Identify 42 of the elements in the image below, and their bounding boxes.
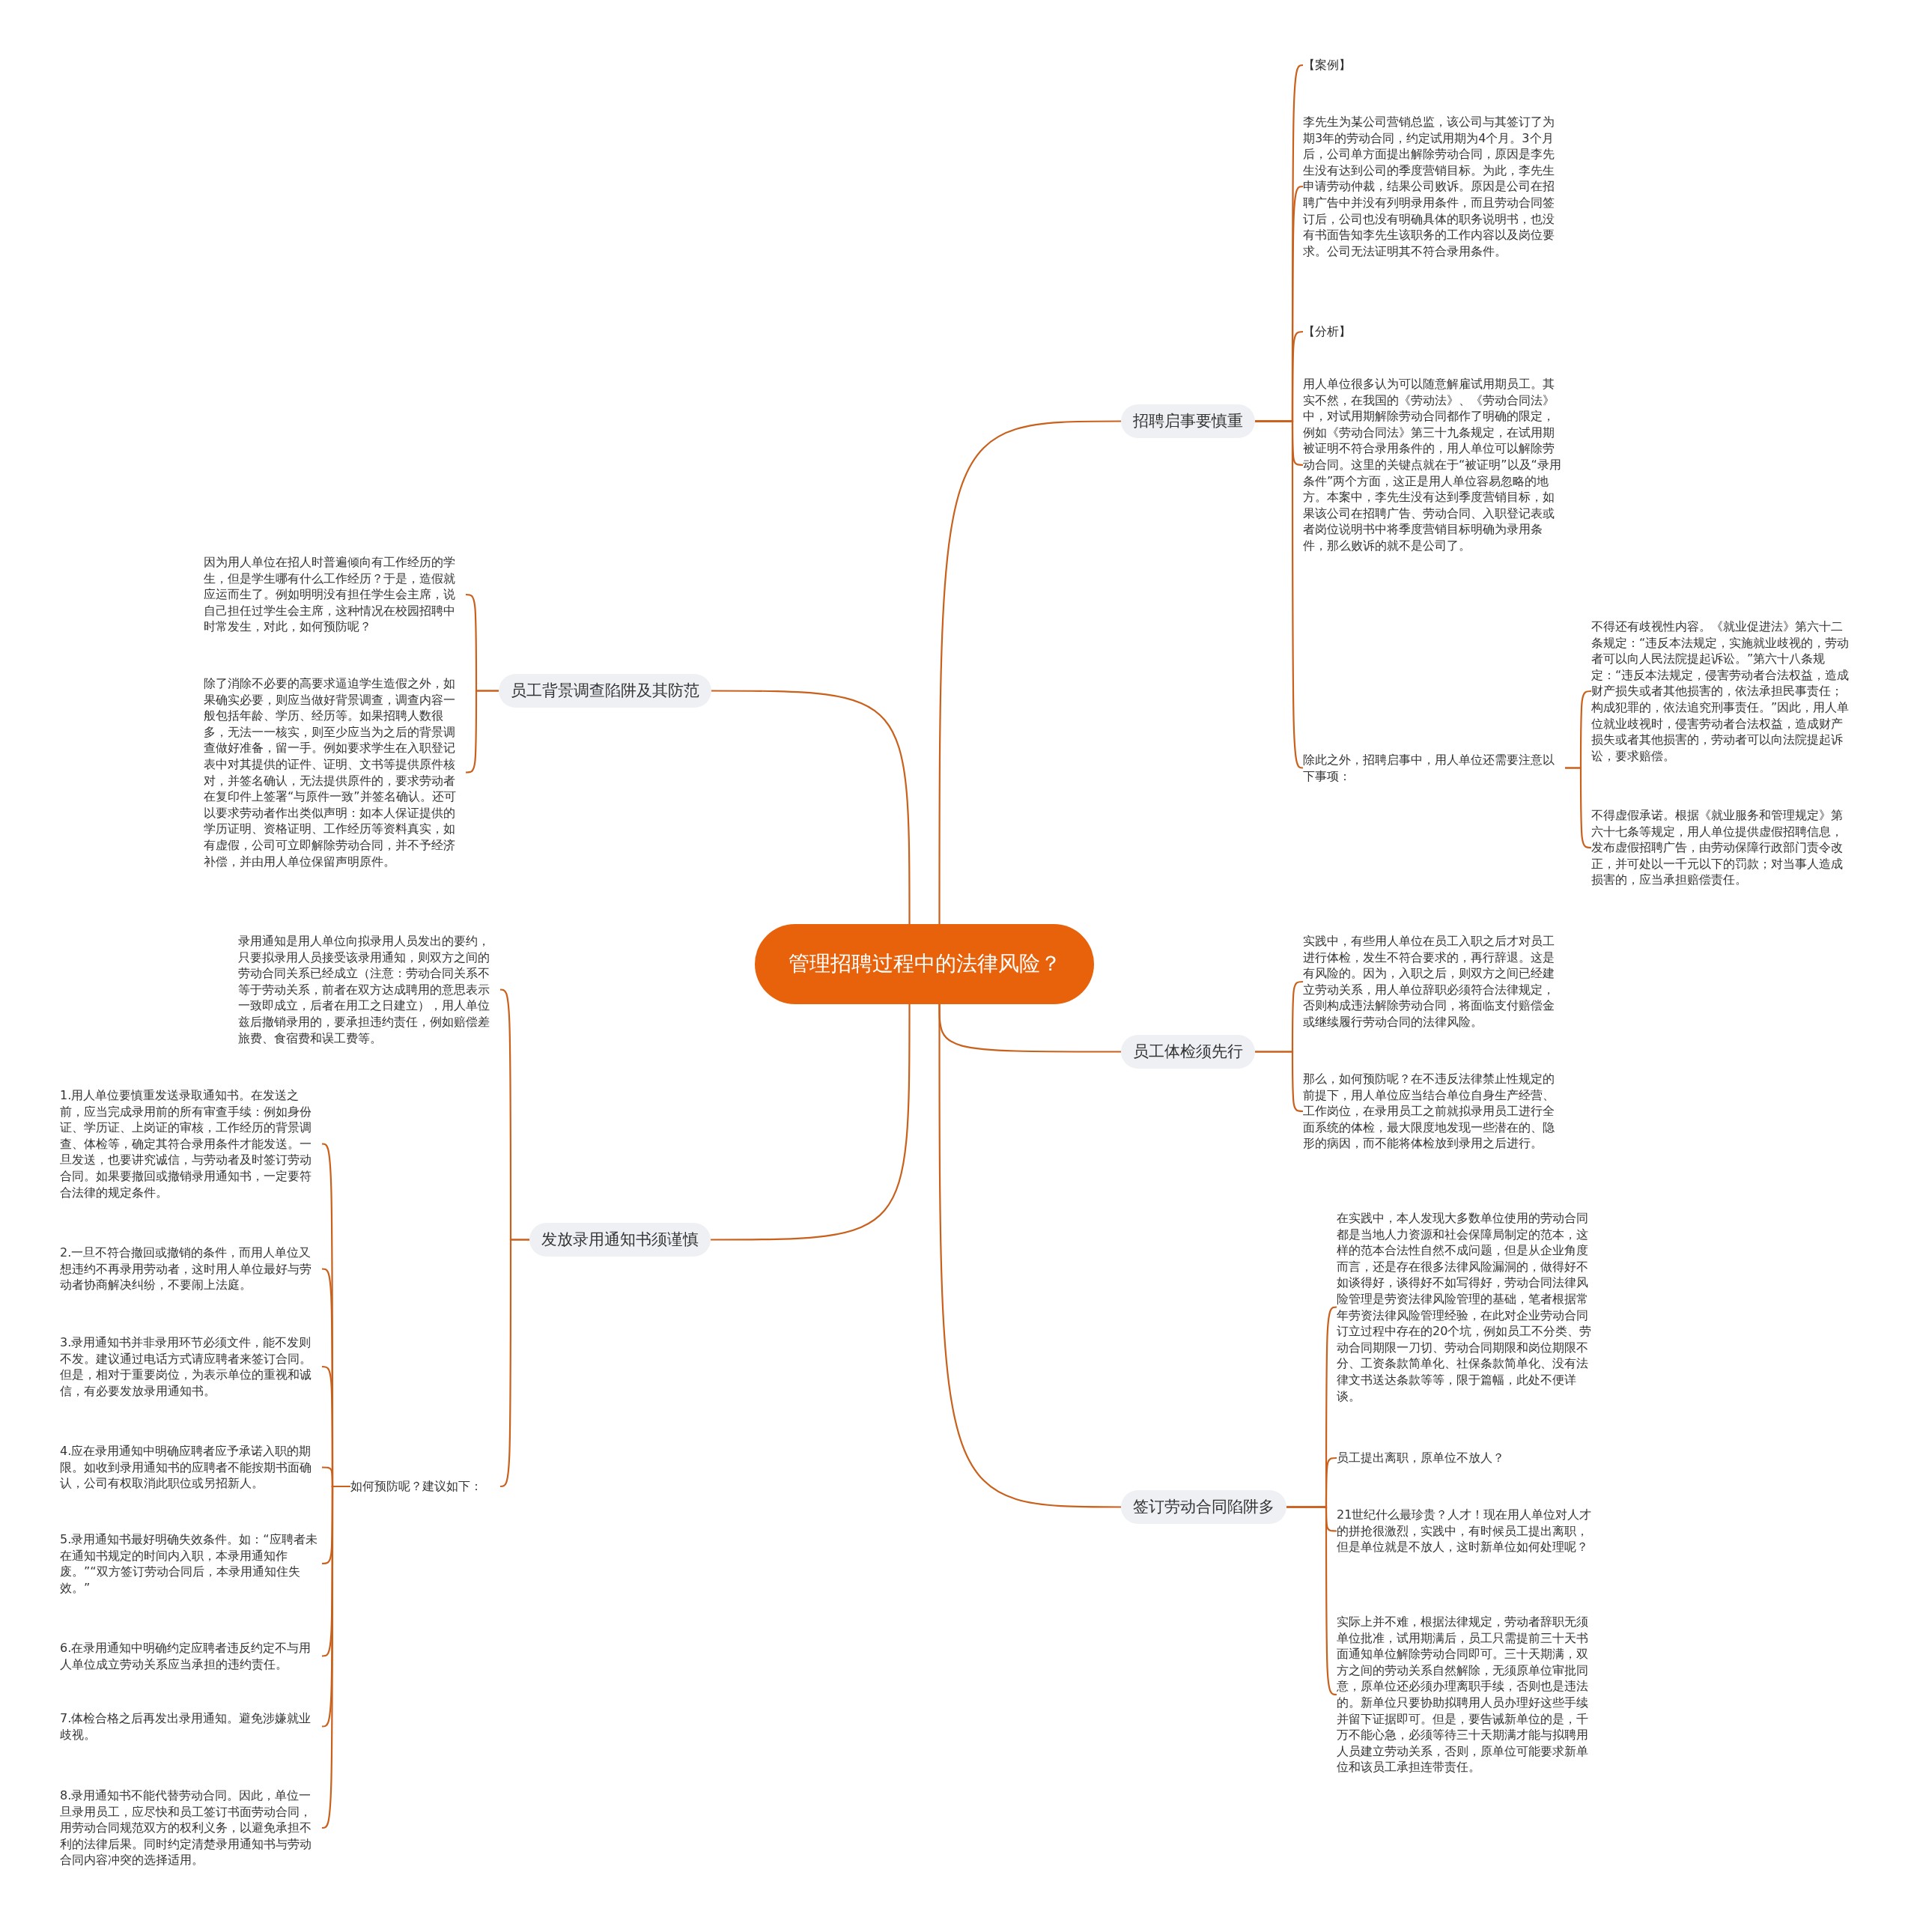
note-text: 6.在录用通知中明确约定应聘者违反约定不与用人单位成立劳动关系应当承担的违约责任。 bbox=[60, 1640, 322, 1673]
note-text: 李先生为某公司营销总监，该公司与其签订了为期3年的劳动合同，约定试用期为4个月。3个月后，公司单方面提出解除劳动合同，原因是李先生没有达到公司的季度营销目标。为此，李先生申请劳动仲裁，结果公司败诉。原因是公司在招聘广告中并没有列明录用条件，而且劳动合同签订后，公司也没有明确具体的职务说明书，也没有书面告知李先生该职务的工作内容以及岗位要求。公司无法证明其不符合录用条件。 bbox=[1303, 114, 1565, 260]
note-text: 用人单位很多认为可以随意解雇试用期员工。其实不然，在我国的《劳动法》、《劳动合同法》中，对试用期解除劳动合同都作了明确的限定，例如《劳动合同法》第三十九条规定，在试用期被证明不符合录用条件的，用人单位可以解除劳动合同。这里的关键点就在于“被证明”以及“录用条件”两个方面，这正是用人单位容易忽略的地方。本案中，李先生没有达到季度营销目标，如果该公司在招聘广告、劳动合同、入职登记表或者岗位说明书中将季度营销目标明确为录用条件，那么败诉的就不是公司了。 bbox=[1303, 376, 1565, 554]
note-text: 5.录用通知书最好明确失效条件。如：“应聘者未在通知书规定的时间内入职，本录用通知作废。”“双方签订劳动合同后，本录用通知住失效。” bbox=[60, 1531, 322, 1597]
connector-line bbox=[465, 690, 499, 774]
connector-line bbox=[1255, 1051, 1303, 1113]
connector-line bbox=[711, 690, 911, 924]
note-text: 除此之外，招聘启事中，用人单位还需要注意以下事项： bbox=[1303, 752, 1565, 785]
connector-line bbox=[499, 1239, 529, 1488]
note-text: 因为用人单位在招人时普遍倾向有工作经历的学生，但是学生哪有什么工作经历？于是，造假就应运而生了。例如明明没有担任学生会主席，说自己担任过学生会主席，这种情况在校园招聘中时常发生，对此，如何预防呢？ bbox=[204, 554, 466, 635]
note-text: 录用通知是用人单位向拟录用人员发出的要约，只要拟录用人员接受该录用通知，则双方之间的劳动合同关系已经成立（注意：劳动合同关系不等于劳动关系，前者在双方达成聘用的意思表示一致即成立，后者在用工之日建立），用人单位兹后撤销录用的，要承担违约责任，例如赔偿差旅费、食宿费和误工费等。 bbox=[238, 933, 500, 1047]
topic-pill: 员工背景调查陷阱及其防范 bbox=[499, 674, 711, 708]
connector-line bbox=[1255, 420, 1304, 769]
note-text: 【案例】 bbox=[1303, 57, 1565, 73]
topic-pill: 发放录用通知书须谨慎 bbox=[529, 1223, 711, 1257]
note-text: 那么，如何预防呢？在不违反法律禁止性规定的前提下，用人单位应当结合单位自身生产经营、工作岗位，在录用员工之前就拟录用员工进行全面系统的体检，最大限度地发现一些潜在的、隐形的病因，而不能将体检放到录用之后进行。 bbox=[1303, 1071, 1565, 1152]
central-topic: 管理招聘过程中的法律风险？ bbox=[755, 924, 1094, 1004]
note-text: 如何预防呢？建议如下： bbox=[350, 1478, 500, 1495]
connector-line bbox=[711, 1004, 911, 1241]
connector-line bbox=[1286, 1506, 1337, 1696]
note-text: 不得还有歧视性内容。《就业促进法》第六十二条规定：“违反本法规定，实施就业歧视的，劳动者可以向人民法院提起诉讼。”第六十八条规定：“违反本法规定，侵害劳动者合法权益，造成财产损失或者其他损害的，依法承担民事责任；构成犯罪的，依法追究刑事责任。”因此，用人单位就业歧视时，侵害劳动者合法权益，造成财产损失或者其他损害的，劳动者可以向法院提起诉讼，要求赔偿。 bbox=[1591, 619, 1853, 765]
topic-pill: 员工体检须先行 bbox=[1121, 1035, 1255, 1069]
note-text: 【分析】 bbox=[1303, 323, 1565, 340]
connector-line bbox=[1565, 767, 1592, 849]
connector-line bbox=[938, 1004, 1121, 1508]
topic-pill: 招聘启事要慎重 bbox=[1121, 404, 1255, 439]
note-text: 1.用人单位要慎重发送录取通知书。在发送之前，应当完成录用前的所有审查手续：例如身份证、学历证、上岗证的审核，工作经历的背景调查、体检等，确定其符合录用条件才能发送。一旦发送，也要讲究诚信，与劳动者及时签订劳动合同。如果要撤回或撤销录用通知书，一定要符合法律的规定条件。 bbox=[60, 1087, 322, 1201]
note-text: 在实践中，本人发现大多数单位使用的劳动合同都是当地人力资源和社会保障局制定的范本，这样的范本合法性自然不成问题，但是从企业角度而言，还是存在很多法律风险漏洞的，做得好不如谈得好，谈得好不如写得好，劳动合同法律风险管理是劳资法律风险管理的基础，笔者根据常年劳资法律风险管理经验，在此对企业劳动合同订立过程中存在的20个坑，例如员工不分类、劳动合同期限一刀切、劳动合同期限和岗位期限不分、工资条款简单化、社保条款简单化、没有法律文书送达条款等等，限于篇幅，此处不便详谈。 bbox=[1337, 1210, 1599, 1405]
connector-line bbox=[321, 1485, 350, 1829]
note-text: 实践中，有些用人单位在员工入职之后才对员工进行体检，发生不符合要求的，再行辞退。这是有风险的。因为，入职之后，则双方之间已经建立劳动关系，用人单位辞职必须符合法律规定，否则构成违法解除劳动合同，将面临支付赔偿金或继续履行劳动合同的法律风险。 bbox=[1303, 933, 1565, 1030]
note-text: 除了消除不必要的高要求逼迫学生造假之外，如果确实必要，则应当做好背景调查，调查内容一般包括年龄、学历、经历等。如果招聘人数很多，无法一一核实，则至少应当为之后的背景调查做好准备，留一手。例如要求学生在入职登记表中对其提供的证件、证明、文书等提供原件核对，并签名确认，无法提供原件的，要求劳动者在复印件上签署“与原件一致”并签名确认。还可以要求劳动者作出类似声明：如本人保证提供的学历证明、资格证明、工作经历等资料真实，如有虚假，公司可立即解除劳动合同，并不予经济补偿，并由用人单位保留声明原件。 bbox=[204, 675, 466, 870]
note-text: 7.体检合格之后再发出录用通知。避免涉嫌就业歧视。 bbox=[60, 1710, 322, 1743]
topic-pill: 签订劳动合同陷阱多 bbox=[1121, 1490, 1286, 1525]
note-text: 21世纪什么最珍贵？人才！现在用人单位对人才的拼抢很激烈，实践中，有时候员工提出离职，但是单位就是不放人，这时新单位如何处理呢？ bbox=[1337, 1507, 1599, 1555]
note-text: 3.录用通知书并非录用环节必须文件，能不发则不发。建议通过电话方式请应聘者来签订合同。但是，相对于重要岗位，为表示单位的重视和诚信，有必要发放录用通知书。 bbox=[60, 1334, 322, 1400]
note-text: 员工提出离职，原单位不放人？ bbox=[1337, 1450, 1599, 1466]
note-text: 实际上并不难，根据法律规定，劳动者辞职无须单位批准，试用期满后，员工只需提前三十天书面通知单位解除劳动合同即可。三十天期满，双方之间的劳动关系自然解除，无须原单位审批同意，原单位还必须办理离职手续，否则也是违法的。新单位只要协助拟聘用人员办理好这些手续并留下证据即可。但是，要告诫新单位的是，千万不能心急，必须等待三十天期满才能与拟聘用人员建立劳动关系，否则，原单位可能要求新单位和该员工承担连带责任。 bbox=[1337, 1614, 1599, 1775]
connector-line bbox=[938, 420, 1121, 924]
note-text: 2.一旦不符合撤回或撤销的条件，而用人单位又想违约不再录用劳动者，这时用人单位最好与劳动者协商解决纠纷，不要闹上法庭。 bbox=[60, 1245, 322, 1293]
note-text: 4.应在录用通知中明确应聘者应予承诺入职的期限。如收到录用通知书的应聘者不能按期书面确认，公司有权取消此职位或另招新人。 bbox=[60, 1443, 322, 1492]
note-text: 8.录用通知书不能代替劳动合同。因此，单位一旦录用员工，应尽快和员工签订书面劳动合同，用劳动合同规范双方的权利义务，以避免承担不利的法律后果。同时约定清楚录用通知书与劳动合同内容冲突的选择适用。 bbox=[60, 1787, 322, 1868]
note-text: 不得虚假承诺。根据《就业服务和管理规定》第六十七条等规定，用人单位提供虚假招聘信息，发布虚假招聘广告，由劳动保障行政部门责令改正，并可处以一千元以下的罚款；对当事人造成损害的，应当承担赔偿责任。 bbox=[1591, 807, 1853, 888]
